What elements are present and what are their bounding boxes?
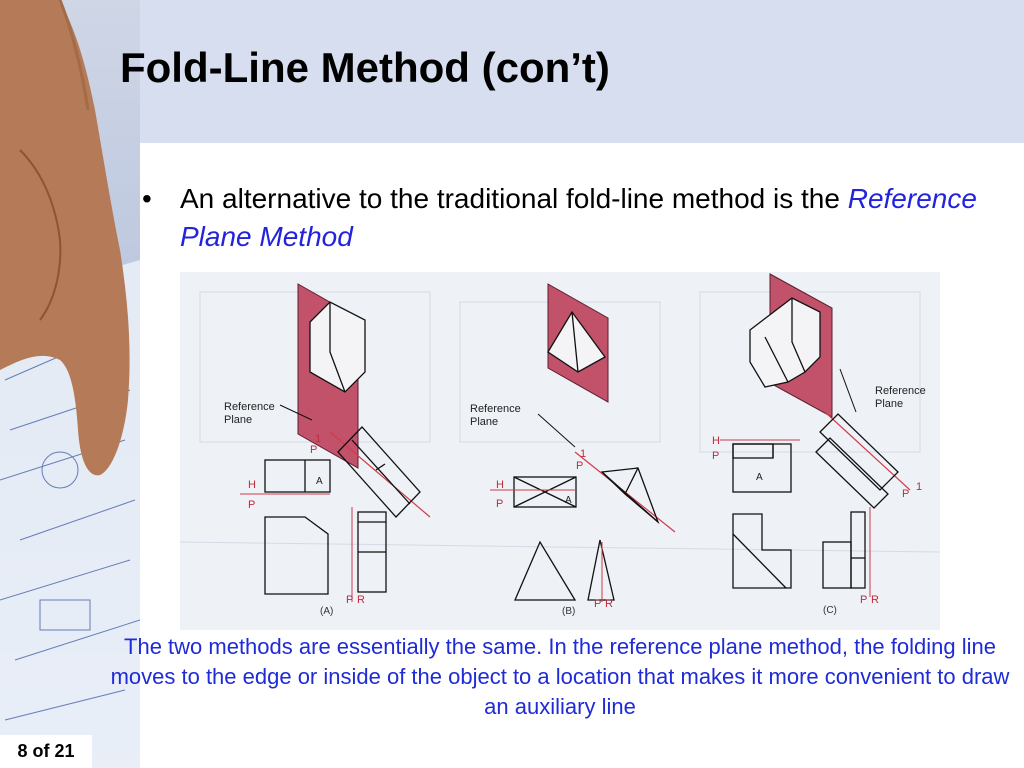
panel-b: Reference Plane 1 P H P P R A (B) bbox=[470, 283, 676, 617]
panel-c-fold-p3: P bbox=[860, 594, 867, 606]
panel-c-fold-h: H bbox=[712, 435, 720, 447]
panel-c-reference-label-2: Plane bbox=[875, 398, 903, 410]
panel-b-fold-p: P bbox=[576, 460, 583, 472]
panel-b-fold-p3: P bbox=[594, 598, 601, 610]
panel-c-label: (C) bbox=[823, 605, 837, 616]
panel-a-fold-p2: P bbox=[248, 499, 255, 511]
panel-c-fold-r: R bbox=[871, 594, 879, 606]
panel-a-label: (A) bbox=[320, 606, 333, 617]
panel-a-fold-r: R bbox=[357, 594, 365, 606]
panel-c: Reference Plane H P 1 P P R bbox=[712, 273, 926, 616]
panel-b-fold-p2: P bbox=[496, 498, 503, 510]
panel-b-reference-label-2: Plane bbox=[470, 416, 498, 428]
bullet-text-lead: An alternative to the traditional fold-l… bbox=[180, 183, 848, 214]
panel-c-fold-p: P bbox=[902, 488, 909, 500]
caption-text: The two methods are essentially the same… bbox=[110, 634, 1010, 719]
reference-plane-method-highlight: Reference Plane Method bbox=[180, 183, 977, 252]
panel-a-fold-p: P bbox=[310, 444, 317, 456]
panel-b-fold-1: 1 bbox=[580, 448, 586, 460]
panel-a: Reference Plane 1 P H P P R A bbox=[224, 283, 431, 617]
panel-b-fold-h: H bbox=[496, 479, 504, 491]
decorative-hand-image bbox=[0, 0, 140, 768]
title-band bbox=[0, 0, 1024, 143]
auxiliary-view-figure: Reference Plane 1 P H P P R A bbox=[179, 272, 941, 630]
bullet-text: An alternative to the traditional fold-l… bbox=[180, 180, 980, 256]
panel-b-face-label: A bbox=[565, 495, 572, 506]
panel-c-fold-1: 1 bbox=[916, 481, 922, 493]
panel-a-reference-label-2: Plane bbox=[224, 414, 252, 426]
hand-over-blueprint-illustration bbox=[0, 0, 140, 768]
panel-b-reference-label-1: Reference bbox=[470, 403, 521, 415]
panel-c-face-label: A bbox=[756, 472, 763, 483]
panel-c-reference-label-1: Reference bbox=[875, 385, 926, 397]
panel-a-fold-1: 1 bbox=[315, 433, 321, 445]
panel-a-reference-label-1: Reference bbox=[224, 401, 275, 413]
panel-a-fold-h: H bbox=[248, 479, 256, 491]
panel-a-fold-p3: P bbox=[346, 594, 353, 606]
reference-plane-diagram: Reference Plane 1 P H P P R A bbox=[179, 272, 941, 630]
panel-b-label: (B) bbox=[562, 606, 575, 617]
panel-a-face-label: A bbox=[316, 476, 323, 487]
page-number: 8 of 21 bbox=[0, 735, 92, 768]
slide-title: Fold-Line Method (con’t) bbox=[120, 44, 610, 91]
panel-c-fold-p2: P bbox=[712, 450, 719, 462]
panel-b-fold-r: R bbox=[605, 598, 613, 610]
bullet-symbol: • bbox=[142, 183, 152, 214]
